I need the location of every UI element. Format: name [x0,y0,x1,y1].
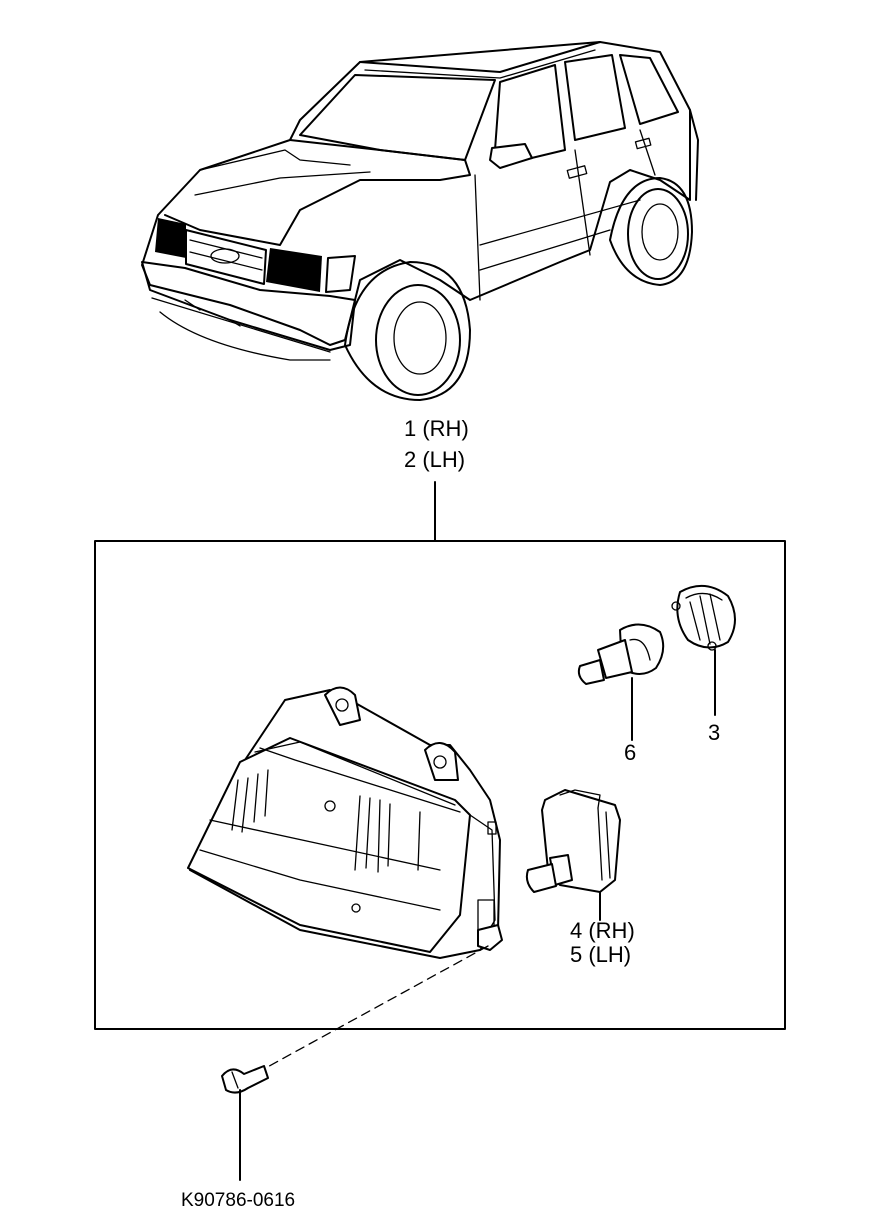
headlamp-assembly [187,686,503,959]
mounting-screw [221,1065,269,1094]
callout-bulb-lh: 5 (LH) [570,942,631,967]
dashed-guide-line [261,945,489,1071]
assembly-frame [94,540,786,1030]
callout-assembly-lh: 2 (LH) [404,447,465,472]
callout-assembly-rh: 1 (RH) [404,416,469,441]
callout-bulb-rh: 4 (RH) [570,918,635,943]
part-3-cap [671,585,736,651]
part-4-5-bulb-unit [525,789,621,893]
vehicle-illustration [141,41,699,401]
reference-code: K90786-0616 [181,1190,295,1211]
callout-part-3: 3 [708,720,720,745]
part-6-bulb [577,623,665,685]
callout-part-6: 6 [624,740,636,765]
